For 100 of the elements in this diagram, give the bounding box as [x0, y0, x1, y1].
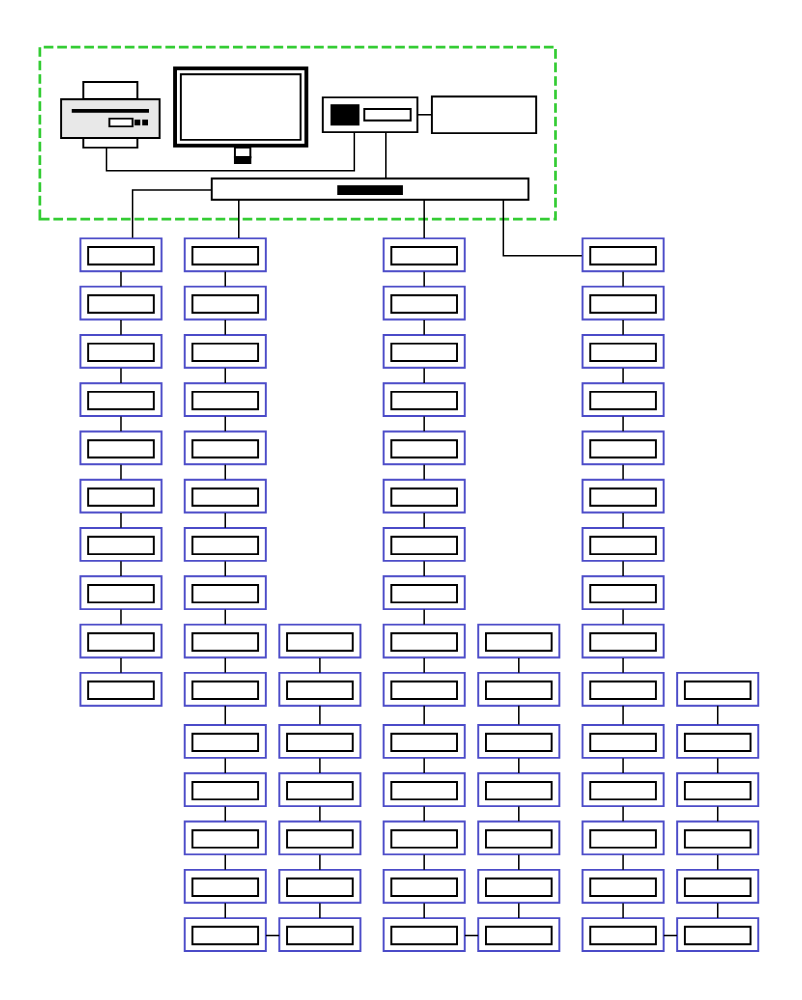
connector — [224, 656, 227, 673]
node-box — [581, 723, 665, 758]
connector — [224, 756, 227, 773]
node-box — [382, 670, 466, 706]
connector — [224, 853, 227, 870]
connector — [423, 853, 425, 870]
node-box — [581, 867, 665, 903]
connector — [319, 756, 321, 773]
connector — [502, 198, 583, 256]
connector — [224, 511, 227, 528]
connector — [224, 704, 227, 725]
connector — [622, 756, 624, 773]
node-box — [278, 916, 362, 951]
connector — [423, 463, 425, 480]
node-box — [477, 916, 561, 951]
connector — [120, 463, 122, 480]
node-box — [676, 916, 760, 951]
node-box — [477, 867, 561, 903]
connector — [622, 511, 624, 528]
node-box — [79, 622, 163, 658]
node-box — [183, 867, 267, 903]
connector — [622, 559, 624, 576]
node-box — [79, 284, 163, 320]
node-box — [183, 332, 267, 368]
connector — [423, 269, 425, 287]
node-box — [79, 477, 163, 513]
node-box — [382, 723, 466, 758]
node-box — [79, 670, 163, 706]
connector — [120, 559, 122, 576]
connector — [319, 901, 321, 918]
connector — [622, 607, 624, 625]
node-box — [278, 670, 362, 706]
node-box — [79, 332, 163, 368]
connector — [423, 198, 425, 238]
node-box — [382, 236, 466, 272]
connector — [622, 366, 624, 383]
cluster — [38, 44, 557, 220]
node-box — [477, 819, 561, 855]
connector — [120, 414, 122, 432]
node-box — [581, 477, 665, 513]
node-box — [477, 622, 561, 658]
node-box — [183, 236, 267, 272]
node-box — [79, 381, 163, 416]
connector — [518, 704, 520, 725]
node-box — [581, 526, 665, 561]
node-box — [581, 429, 665, 465]
connector — [120, 511, 122, 528]
connector — [423, 366, 425, 383]
node-box — [183, 574, 267, 610]
connector — [622, 901, 624, 918]
connector — [622, 463, 624, 480]
node-box — [382, 477, 466, 513]
node-box — [676, 771, 760, 807]
node-box — [581, 622, 665, 658]
connector — [238, 198, 240, 238]
node-box — [581, 284, 665, 320]
node-box — [183, 526, 267, 561]
node-box — [382, 332, 466, 368]
connector — [120, 607, 122, 625]
connector — [105, 130, 356, 171]
connector — [518, 756, 520, 773]
connector — [423, 804, 425, 822]
connector — [385, 131, 387, 178]
node-box — [477, 723, 561, 758]
node-box — [382, 916, 466, 951]
node-bar — [210, 176, 530, 200]
connector — [518, 901, 520, 918]
node-box — [382, 574, 466, 610]
connector — [417, 113, 433, 115]
connector — [423, 559, 425, 576]
node-box — [382, 284, 466, 320]
connector — [423, 511, 425, 528]
connector — [716, 704, 719, 725]
connector — [423, 756, 425, 773]
connector — [120, 318, 122, 335]
connector — [319, 704, 321, 725]
node-box — [581, 332, 665, 368]
connector — [224, 366, 227, 383]
node-box — [183, 670, 267, 706]
connector — [423, 656, 425, 673]
connector — [224, 414, 227, 432]
node-picture — [321, 95, 419, 133]
connector — [120, 269, 122, 287]
node-box — [581, 381, 665, 416]
connector — [518, 804, 520, 822]
connector — [423, 901, 425, 918]
node-box — [477, 771, 561, 807]
node-box — [183, 622, 267, 658]
connector — [423, 318, 425, 335]
node-box — [676, 867, 760, 903]
node-box — [676, 723, 760, 758]
node-box — [278, 622, 362, 658]
connector — [120, 366, 122, 383]
node-box — [581, 670, 665, 706]
node-box — [278, 867, 362, 903]
node-box — [430, 94, 538, 134]
connector — [224, 804, 227, 822]
node-box — [581, 771, 665, 807]
connector — [622, 853, 624, 870]
connector — [319, 804, 321, 822]
